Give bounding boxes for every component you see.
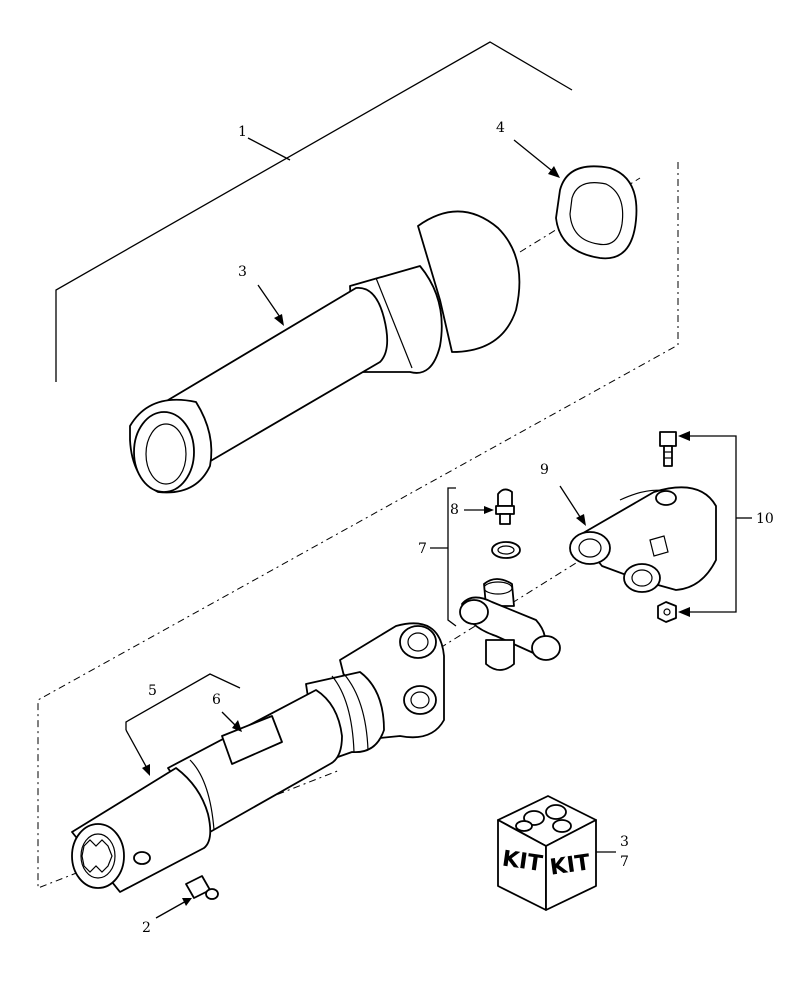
kit-label-right: KIT (548, 850, 591, 880)
part-8-grease-fitting: 8 (450, 488, 515, 525)
snap-ring (491, 541, 521, 559)
callout-2-label: 2 (142, 920, 151, 936)
callout-10-label: 10 (756, 511, 774, 527)
centerline-lower (439, 547, 601, 649)
universal-joint-cross (459, 578, 561, 671)
callout-3-tube-label: 3 (238, 264, 247, 280)
part-9-yoke: 9 (540, 462, 717, 593)
assembly-boundary-dashed (37, 162, 679, 889)
callout-4-label: 4 (496, 120, 505, 136)
callout-10-bracket: 10 (678, 431, 774, 617)
part-10-bolt (659, 431, 677, 467)
kit-box: KIT KIT 3 7 (497, 795, 629, 911)
callout-3-kit-label: 3 (620, 834, 629, 850)
callout-8-label: 8 (450, 502, 459, 518)
kit-label-left: KIT (501, 847, 544, 877)
callout-5-label: 5 (148, 683, 157, 699)
part-3-shaft-tube: 3 (129, 210, 521, 494)
part-4-seal-ring: 4 (496, 120, 638, 260)
callout-7-kit-label: 7 (620, 854, 629, 870)
part-5-lower-shaft: 5 6 (71, 622, 445, 893)
callout-1-label: 1 (238, 124, 247, 140)
part-10-nut (657, 601, 677, 623)
callout-9-label: 9 (540, 462, 549, 478)
callout-1-bracket: 1 (55, 41, 573, 382)
part-2-grease-fitting: 2 (142, 875, 219, 936)
callout-7-bracket: 7 (418, 487, 457, 627)
callout-7-left-label: 7 (418, 541, 427, 557)
callout-6-label: 6 (212, 692, 221, 708)
